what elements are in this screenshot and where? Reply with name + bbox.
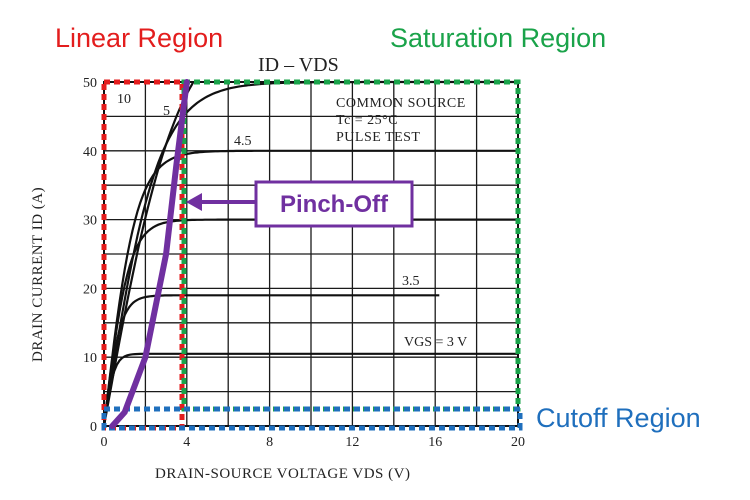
linear-region-label: Linear Region (55, 23, 223, 53)
y-tick-label: 40 (83, 145, 97, 160)
cutoff-region-box (101, 406, 523, 431)
curve-vgs-3 (102, 352, 518, 427)
curve-vgs-4.5 (102, 149, 518, 427)
saturation-region-label: Saturation Region (390, 23, 606, 53)
curve-label: 10 (117, 92, 131, 107)
curve-label: 4.5 (234, 134, 252, 149)
y-tick-label: 0 (90, 420, 97, 435)
curve-vgs-10 (102, 81, 195, 427)
chart-title: ID – VDS (258, 54, 339, 76)
pinch-off-curve (109, 79, 190, 429)
cutoff-region-label: Cutoff Region (536, 403, 701, 433)
curve-label: VGS = 3 V (404, 335, 467, 350)
axis-ticks: 0 4 8 12 16 20 0 10 20 30 40 50 (83, 76, 525, 450)
x-tick-label: 4 (183, 435, 190, 450)
pinch-off-label: Pinch-Off (280, 191, 389, 218)
x-axis-title: DRAIN-SOURCE VOLTAGE VDS (V) (155, 466, 410, 482)
x-tick-label: 0 (101, 435, 108, 450)
y-tick-label: 50 (83, 76, 97, 91)
x-tick-label: 20 (511, 435, 525, 450)
y-tick-label: 10 (83, 351, 97, 366)
test-conditions: COMMON SOURCE Tc = 25°C PULSE TEST (336, 96, 466, 145)
y-tick-label: 20 (83, 282, 97, 297)
annotation-temperature: Tc = 25°C (336, 113, 398, 128)
annotation-pulse-test: PULSE TEST (336, 130, 420, 145)
annotation-common-source: COMMON SOURCE (336, 96, 466, 111)
x-tick-label: 8 (266, 435, 273, 450)
x-tick-label: 12 (345, 435, 359, 450)
curve-label: 3.5 (402, 274, 420, 289)
x-tick-label: 16 (428, 435, 442, 450)
y-axis-title: DRAIN CURRENT ID (A) (30, 187, 46, 362)
pinch-off-arrowhead (186, 193, 202, 211)
pinch-off-box (254, 180, 414, 228)
pinch-off-callout: Pinch-Off (186, 180, 414, 228)
curve-label: 5 (163, 104, 170, 119)
y-tick-label: 30 (83, 214, 97, 229)
